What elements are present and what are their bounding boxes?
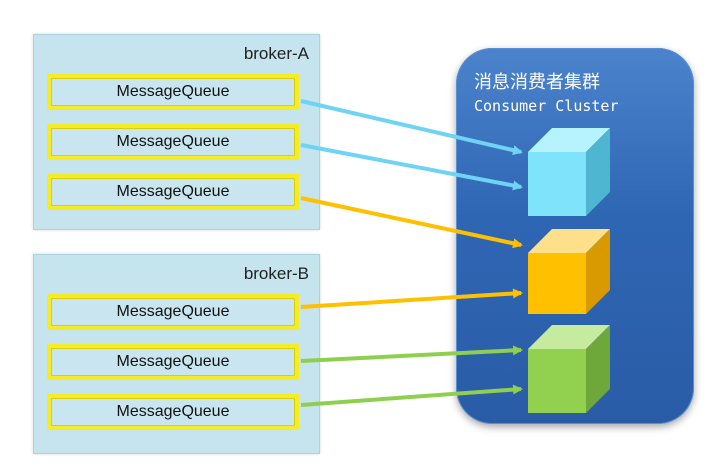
broker-a-box: broker-A MessageQueue MessageQueue Messa… [33,34,320,230]
broker-a-queue-1[interactable]: MessageQueue [47,74,299,110]
broker-b-queue-1[interactable]: MessageQueue [47,294,299,330]
broker-b-label: broker-B [243,264,309,283]
broker-a-queue-3[interactable]: MessageQueue [47,174,299,210]
broker-a-queue-2[interactable]: MessageQueue [47,124,299,160]
consumer-cluster: 消息消费者集群 Consumer Cluster [456,48,694,424]
cluster-subtitle: Consumer Cluster [474,97,619,115]
cluster-title: 消息消费者集群 [474,72,600,93]
broker-b-queue-3[interactable]: MessageQueue [47,394,299,430]
broker-b-box: broker-B MessageQueue MessageQueue Messa… [33,254,320,454]
broker-a-label: broker-A [243,44,309,63]
broker-b-queue-2[interactable]: MessageQueue [47,344,299,380]
